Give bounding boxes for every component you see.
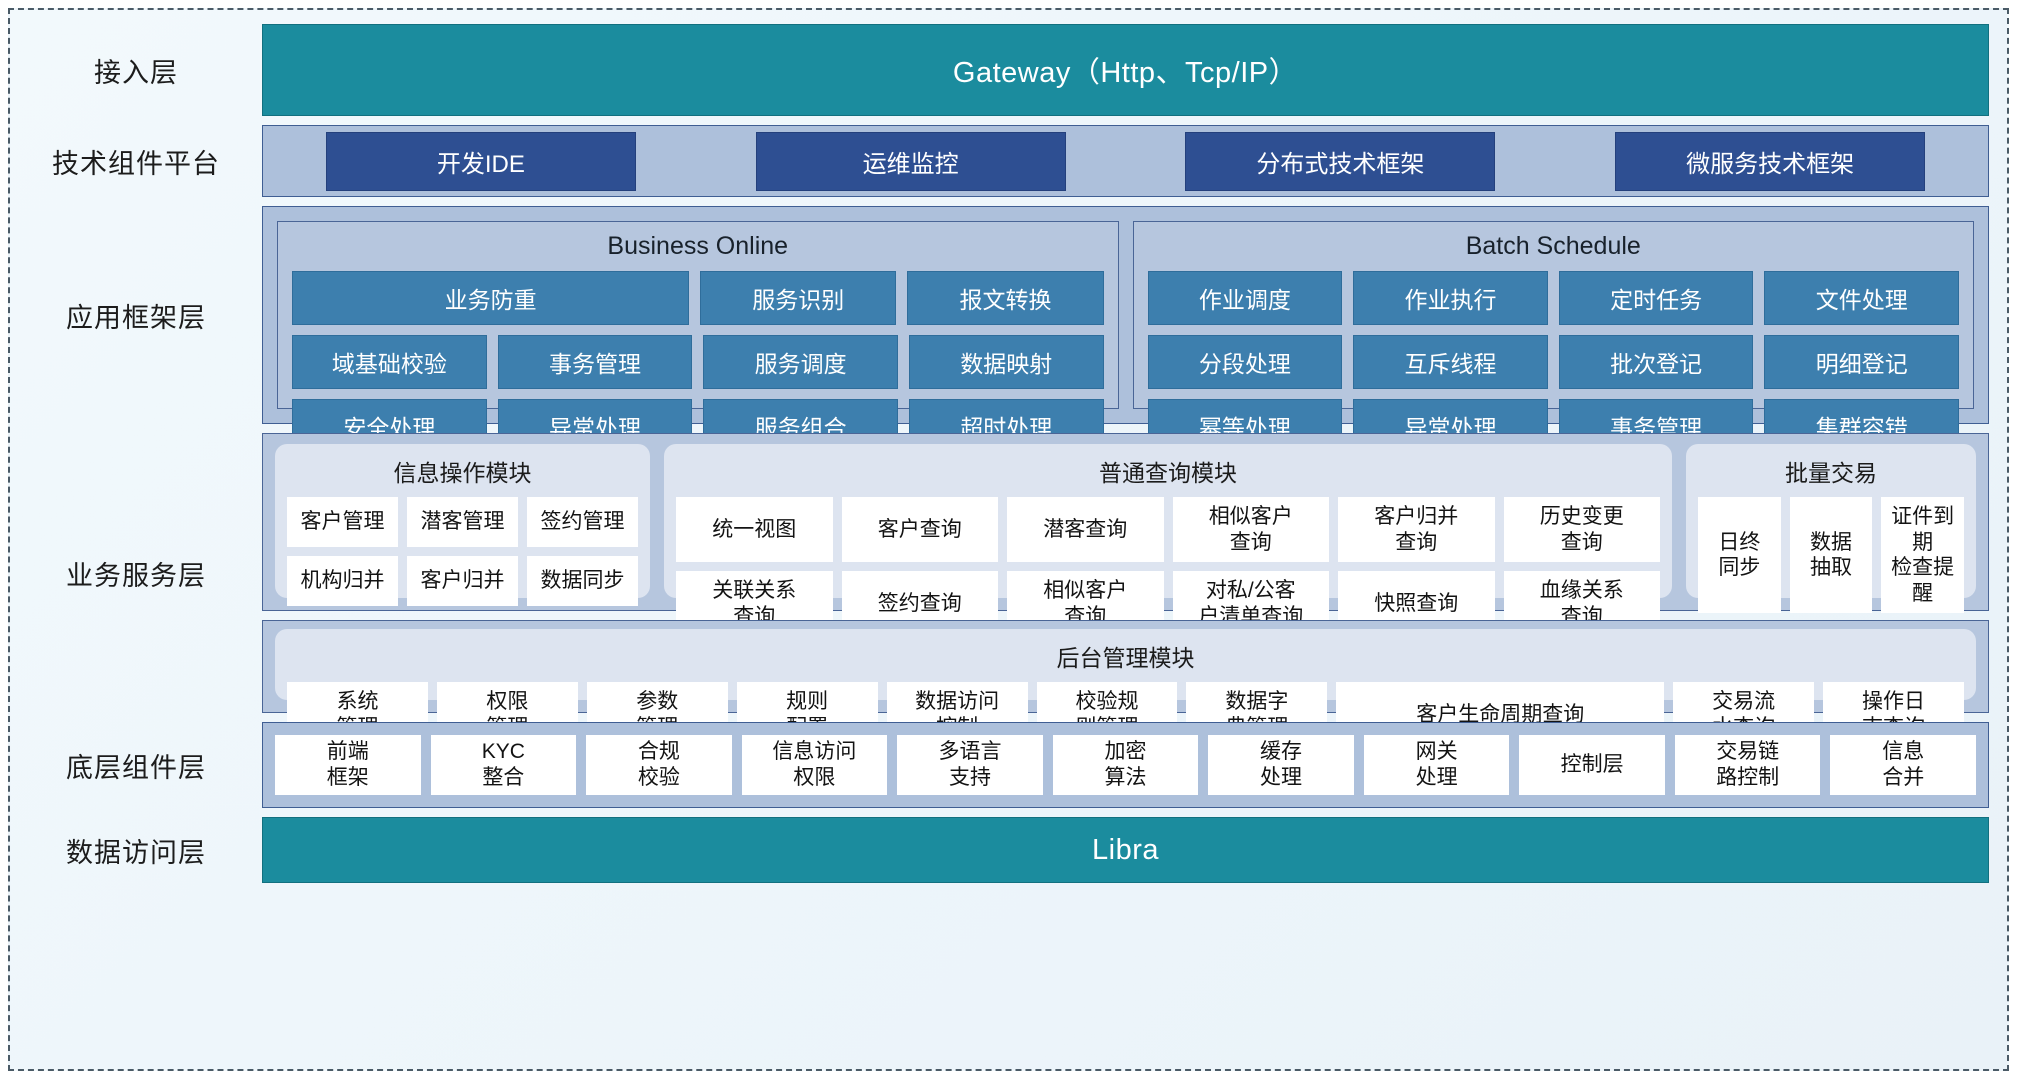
module-row: 客户管理 潜客管理 签约管理 xyxy=(287,497,638,547)
module-grid: 客户管理 潜客管理 签约管理 机构归并 客户归并 数据同步 xyxy=(287,497,638,606)
cell-gateway-processing[interactable]: 网关处理 xyxy=(1363,735,1510,795)
layer-row-data: 数据访问层 Libra xyxy=(10,817,2007,883)
layer-row-tech: 技术组件平台 开发IDE 运维监控 分布式技术框架 微服务技术框架 xyxy=(10,125,2007,197)
cell-unified-view[interactable]: 统一视图 xyxy=(676,497,833,563)
layer-body-tech: 开发IDE 运维监控 分布式技术框架 微服务技术框架 xyxy=(262,125,2007,197)
business-module-info-operation: 信息操作模块 客户管理 潜客管理 签约管理 机构归并 客户归并 数据同步 xyxy=(275,444,650,606)
cell-prospect-query[interactable]: 潜客查询 xyxy=(1007,497,1164,563)
appfw-row: 作业调度 作业执行 定时任务 文件处理 xyxy=(1147,271,1959,325)
business-modules-band: 信息操作模块 客户管理 潜客管理 签约管理 机构归并 客户归并 数据同步 xyxy=(262,433,1989,688)
spacer xyxy=(10,116,2007,125)
module-title: 批量交易 xyxy=(1785,460,1877,486)
module-row: 机构归并 客户归并 数据同步 xyxy=(287,556,638,606)
libra-bar[interactable]: Libra xyxy=(262,817,1989,883)
appfw-cell-mutex-thread[interactable]: 互斥线程 xyxy=(1353,335,1548,389)
cell-frontend-framework[interactable]: 前端框架 xyxy=(275,735,421,795)
module-title: 信息操作模块 xyxy=(393,460,532,486)
app-framework-band: Business Online 业务防重 服务识别 报文转换 域基础校验 事务管… xyxy=(262,206,1989,453)
cell-cache-processing[interactable]: 缓存处理 xyxy=(1208,735,1354,795)
cell-multilanguage-support[interactable]: 多语言支持 xyxy=(897,735,1043,795)
appfw-cell-file-process[interactable]: 文件处理 xyxy=(1764,271,1959,325)
cell-customer-query[interactable]: 客户查询 xyxy=(841,497,998,563)
cell-compliance-check[interactable]: 合规校验 xyxy=(586,735,732,795)
cell-org-merge[interactable]: 机构归并 xyxy=(287,556,398,606)
appfw-cell-segment-process[interactable]: 分段处理 xyxy=(1147,335,1343,389)
layer-label-data: 数据访问层 xyxy=(66,837,206,868)
cell-eod-sync[interactable]: 日终同步 xyxy=(1698,497,1781,614)
layer-body-data: Libra xyxy=(262,817,2007,883)
cell-contract-mgmt[interactable]: 签约管理 xyxy=(527,497,638,547)
layer-label-tech: 技术组件平台 xyxy=(52,148,220,179)
appfw-cell-detail-register[interactable]: 明细登记 xyxy=(1764,335,1959,389)
spacer xyxy=(10,808,2007,817)
appfw-cell-service-identify[interactable]: 服务识别 xyxy=(700,271,897,325)
layer-body-business: 信息操作模块 客户管理 潜客管理 签约管理 机构归并 客户归并 数据同步 xyxy=(262,433,2007,748)
layer-row-appfw: 应用框架层 Business Online 业务防重 服务识别 报文转换 域基础… xyxy=(10,206,2007,453)
cell-customer-mgmt[interactable]: 客户管理 xyxy=(287,497,398,547)
cell-cert-expiry-reminder[interactable]: 证件到期检查提醒 xyxy=(1881,497,1965,614)
spacer xyxy=(10,197,2007,206)
appfw-group-title: Business Online xyxy=(607,232,789,260)
business-module-backend-management: 后台管理模块 系统管理 权限管理 参数管理 规则配置 数据访问控制 校验规则管理… xyxy=(275,629,1976,748)
appfw-cell-business-dedup[interactable]: 业务防重 xyxy=(292,271,690,325)
appfw-cell-service-schedule[interactable]: 服务调度 xyxy=(703,335,898,389)
layer-label-business: 业务服务层 xyxy=(66,560,206,591)
cell-similar-customer-query[interactable]: 相似客户查询 xyxy=(1172,497,1329,563)
module-row: 日终同步 数据抽取 证件到期检查提醒 xyxy=(1698,497,1965,614)
cell-transaction-chain-control[interactable]: 交易链路控制 xyxy=(1674,735,1821,795)
appfw-cell-transaction-mgmt[interactable]: 事务管理 xyxy=(497,335,693,389)
layer-body-appfw: Business Online 业务防重 服务识别 报文转换 域基础校验 事务管… xyxy=(262,206,2007,453)
module-row: 统一视图 客户查询 潜客查询 相似客户查询 客户归并查询 历史变更查询 xyxy=(676,497,1660,563)
appfw-row: 域基础校验 事务管理 服务调度 数据映射 xyxy=(292,335,1104,389)
appfw-group-title: Batch Schedule xyxy=(1465,232,1641,260)
cell-customer-merge[interactable]: 客户归并 xyxy=(407,556,518,606)
gateway-bar[interactable]: Gateway（Http、Tcp/IP） xyxy=(262,24,1989,116)
tech-chip-distributed[interactable]: 分布式技术框架 xyxy=(1185,131,1496,191)
layer-row-access: 接入层 Gateway（Http、Tcp/IP） xyxy=(10,24,2007,116)
appfw-row: 分段处理 互斥线程 批次登记 明细登记 xyxy=(1147,335,1959,389)
cell-info-access-permission[interactable]: 信息访问权限 xyxy=(741,735,888,795)
appfw-row: 业务防重 服务识别 报文转换 xyxy=(292,271,1104,325)
appfw-cell-job-execute[interactable]: 作业执行 xyxy=(1353,271,1548,325)
layer-body-access: Gateway（Http、Tcp/IP） xyxy=(262,24,2007,116)
appfw-grid: 业务防重 服务识别 报文转换 域基础校验 事务管理 服务调度 数据映射 安全处理 xyxy=(292,271,1104,453)
layer-label-access: 接入层 xyxy=(94,57,178,88)
cell-info-merge[interactable]: 信息合并 xyxy=(1830,735,1977,795)
backend-management-band: 后台管理模块 系统管理 权限管理 参数管理 规则配置 数据访问控制 校验规则管理… xyxy=(262,620,1989,748)
appfw-group-business-online: Business Online 业务防重 服务识别 报文转换 域基础校验 事务管… xyxy=(277,221,1119,453)
cell-data-sync[interactable]: 数据同步 xyxy=(527,556,638,606)
module-title: 后台管理模块 xyxy=(1056,645,1195,671)
business-module-normal-query: 普通查询模块 统一视图 客户查询 潜客查询 相似客户查询 客户归并查询 历史变更… xyxy=(664,444,1672,637)
cell-control-layer[interactable]: 控制层 xyxy=(1519,735,1665,795)
tech-platform-band: 开发IDE 运维监控 分布式技术框架 微服务技术框架 xyxy=(262,125,1989,197)
tech-chip-ide[interactable]: 开发IDE xyxy=(325,131,636,191)
layer-row-business: 业务服务层 信息操作模块 客户管理 潜客管理 签约管理 xyxy=(10,433,2007,748)
cell-history-change-query[interactable]: 历史变更查询 xyxy=(1503,497,1660,563)
cell-encryption-algorithm[interactable]: 加密算法 xyxy=(1052,735,1199,795)
appfw-grid: 作业调度 作业执行 定时任务 文件处理 分段处理 互斥线程 批次登记 明细登记 xyxy=(1147,271,1959,453)
appfw-cell-message-transform[interactable]: 报文转换 xyxy=(907,271,1104,325)
appfw-group-batch-schedule: Batch Schedule 作业调度 作业执行 定时任务 文件处理 分段处理 … xyxy=(1132,221,1974,453)
cell-data-extract[interactable]: 数据抽取 xyxy=(1789,497,1873,614)
appfw-cell-job-schedule[interactable]: 作业调度 xyxy=(1147,271,1343,325)
appfw-cell-data-mapping[interactable]: 数据映射 xyxy=(908,335,1104,389)
appfw-cell-domain-validate[interactable]: 域基础校验 xyxy=(292,335,487,389)
business-service-stack: 信息操作模块 客户管理 潜客管理 签约管理 机构归并 客户归并 数据同步 xyxy=(262,433,1989,748)
layer-label-appfw: 应用框架层 xyxy=(66,302,206,333)
module-grid: 统一视图 客户查询 潜客查询 相似客户查询 客户归并查询 历史变更查询 关联关系… xyxy=(676,497,1660,637)
architecture-diagram: 接入层 Gateway（Http、Tcp/IP） 技术组件平台 开发IDE 运维… xyxy=(8,8,2009,1071)
layer-label-component: 底层组件层 xyxy=(66,752,206,783)
cell-customer-merge-query[interactable]: 客户归并查询 xyxy=(1338,497,1495,563)
module-title: 普通查询模块 xyxy=(1099,460,1237,486)
tech-chip-ops[interactable]: 运维监控 xyxy=(755,131,1066,191)
appfw-cell-timed-task[interactable]: 定时任务 xyxy=(1558,271,1754,325)
tech-chip-microservice[interactable]: 微服务技术框架 xyxy=(1615,131,1926,191)
cell-prospect-mgmt[interactable]: 潜客管理 xyxy=(407,497,518,547)
appfw-cell-batch-register[interactable]: 批次登记 xyxy=(1558,335,1754,389)
